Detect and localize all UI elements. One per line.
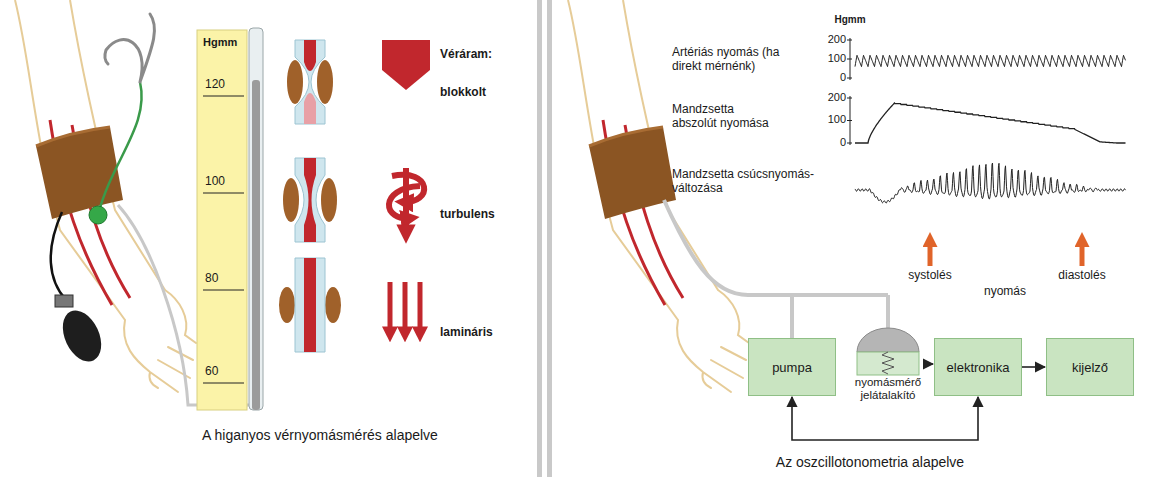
vessel-wall (295, 258, 325, 352)
label-text: Mandzsetta abszolút nyomása (672, 103, 780, 131)
blood-flow (304, 93, 316, 124)
pressure-transducer: nyomásmérő jelátalakító (851, 326, 925, 401)
scale-tick (203, 383, 244, 384)
connector-arrow (792, 397, 978, 440)
chart-axis (847, 96, 852, 145)
label-text: Mandzsetta csúcsnyomás-változása (672, 168, 832, 196)
cuff-section (317, 60, 333, 104)
panel-shadow (547, 0, 552, 477)
panel-shadow (537, 0, 542, 477)
label-text: 100 (828, 113, 846, 126)
node-label: pumpa (772, 360, 812, 375)
label-text: 0 (840, 136, 846, 149)
cuff-section (321, 178, 337, 222)
cuff-section (283, 178, 299, 222)
transducer-body (857, 352, 919, 375)
laminar-arrow (418, 282, 423, 336)
label-text: turbulens (440, 208, 495, 222)
label-text: 60 (205, 365, 218, 379)
transducer-shape (851, 326, 925, 376)
blood-flow (304, 40, 316, 71)
label-text: 200 (828, 33, 846, 46)
label-text: 80 (205, 272, 218, 286)
systolic-marker-arrow (928, 238, 933, 266)
label-text: diastolés (1058, 269, 1105, 283)
laminar-arrow (403, 282, 408, 336)
scale-tick (203, 193, 244, 194)
process-box: elektronika (934, 338, 1022, 396)
label-text: Hgmm (834, 14, 865, 26)
pump-bulb (55, 304, 109, 367)
cuff-pressure-trace (855, 103, 1126, 143)
glass-tube (249, 28, 263, 410)
cuff-hose (664, 200, 888, 338)
stethoscope-earpieces (105, 14, 155, 82)
label-text: Hgmm (203, 36, 237, 49)
label-text: 120 (205, 78, 225, 92)
oscillation-trace (855, 163, 1126, 203)
blood-flow (304, 158, 316, 242)
mercury-scale (197, 30, 247, 410)
cuff (589, 127, 676, 219)
stethoscope-tube (98, 82, 142, 215)
cuff (36, 127, 123, 219)
right-panel (552, 0, 1156, 477)
cuff-section (287, 60, 303, 104)
cuff-edge (36, 127, 110, 146)
figure-caption: A higanyos vérnyomásmérés alapelve (202, 427, 438, 443)
label-text: 100 (205, 175, 225, 189)
node-label: nyomásmérő jelátalakító (851, 376, 925, 401)
arm-outline (568, 0, 678, 320)
hand-outline (677, 290, 749, 392)
transducer-dome (857, 328, 919, 352)
left-panel (0, 0, 537, 477)
process-box: kijelző (1046, 338, 1134, 396)
cuff-section (279, 287, 295, 323)
label-text: Artériás nyomás (ha direkt mérnénk) (672, 46, 780, 74)
mercury-column (252, 80, 260, 410)
blocked-flow-symbol (382, 40, 430, 90)
label-text: 200 (828, 91, 846, 104)
diastolic-marker-arrow (1080, 238, 1085, 266)
chart-axis (847, 38, 852, 80)
vessel-wall (295, 158, 325, 242)
laminar-arrow (388, 282, 393, 336)
stethoscope-head (89, 206, 107, 224)
label-text: nyomás (984, 285, 1026, 299)
cuff-edge (589, 127, 663, 146)
label-text: Véráram: (440, 48, 492, 62)
label-text: 100 (828, 52, 846, 65)
label-text: lamináris (440, 326, 493, 340)
scale-tick (203, 96, 244, 97)
cuff-section (325, 287, 341, 323)
label-text: 0 (840, 71, 846, 84)
label-text: blokkolt (440, 86, 486, 100)
transducer-spring (882, 352, 894, 374)
label-text: systolés (908, 269, 951, 283)
bulb-tube (51, 212, 66, 300)
connector-arrow (1022, 366, 1045, 368)
scale-tick (203, 290, 244, 291)
turbulent-arrow (403, 168, 409, 236)
valve (55, 295, 73, 307)
blood-flow (304, 258, 316, 352)
process-box: pumpa (748, 338, 836, 396)
node-label: elektronika (947, 360, 1010, 375)
node-label: kijelző (1072, 360, 1108, 375)
arterial-pressure-trace (855, 55, 1126, 66)
figure-caption: Az oszcillotonometria alapelve (776, 454, 964, 470)
vessel-wall (295, 40, 325, 124)
connector-arrow (925, 363, 933, 365)
